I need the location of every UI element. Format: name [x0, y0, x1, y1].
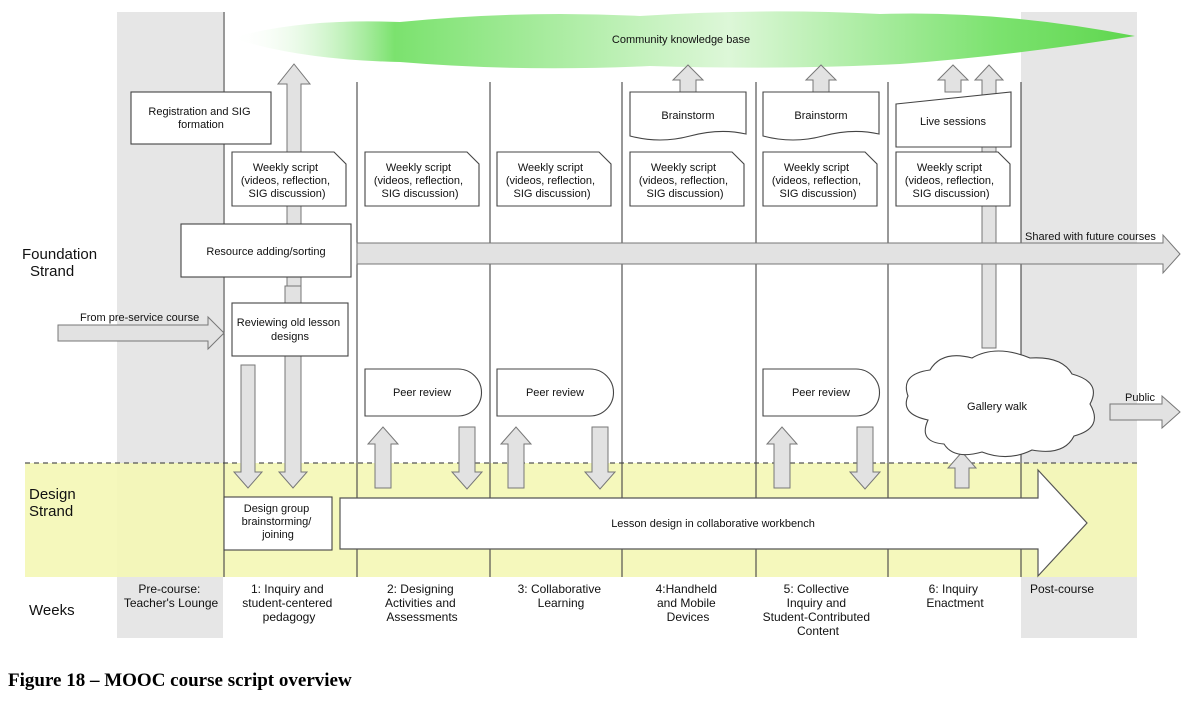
- down-arrow-week1-left: [232, 364, 264, 489]
- live-sessions-box: [895, 91, 1012, 148]
- down-arrow-week2: [450, 426, 484, 490]
- weekly-script-label-6: Weekly script (videos, reflection, SIG d…: [905, 162, 997, 200]
- reviewing-box: [231, 302, 349, 357]
- public-label: Public: [1125, 392, 1155, 404]
- brainstorm-label-4: Brainstorm: [661, 110, 714, 122]
- week-label-pre: Pre-course: Teacher's Lounge: [124, 582, 219, 610]
- peer-review-label-2: Peer review: [393, 387, 451, 399]
- resource-label: Resource adding/sorting: [206, 246, 325, 258]
- registration-line-2: formation: [178, 119, 224, 131]
- weekly-script-label-1: Weekly script (videos, reflection, SIG d…: [241, 162, 333, 200]
- figure-caption: Figure 18 – MOOC course script overview: [8, 670, 352, 691]
- live-sessions-label: Live sessions: [920, 116, 987, 128]
- up-arrow-week5b: [765, 426, 799, 489]
- weekly-script-box-5: [762, 151, 878, 207]
- design-strand-label: Design Strand: [29, 486, 80, 520]
- peer-review-label-3: Peer review: [526, 387, 584, 399]
- up-arrow-week4: [671, 64, 705, 93]
- community-label: Community knowledge base: [612, 34, 750, 46]
- mooc-course-script-diagram: Community knowledge base: [22, 11, 1181, 638]
- weekly-script-box-3: [496, 151, 612, 207]
- reviewing-label: Reviewing old lesson designs: [237, 317, 343, 343]
- lesson-design-label: Lesson design in collaborative workbench: [611, 518, 815, 530]
- design-group-line-3: joining: [261, 529, 294, 541]
- peer-review-label-5: Peer review: [792, 387, 850, 399]
- week-label-5: 5: Collective Inquiry and Student-Contri…: [763, 582, 874, 638]
- peer-review-box-2: [364, 368, 482, 417]
- community-knowledge-base: Community knowledge base: [232, 11, 1135, 69]
- weekly-script-box-1: [231, 151, 347, 207]
- resource-box: [180, 223, 352, 278]
- weekly-script-box-4: [629, 151, 745, 207]
- lesson-design-arrow: [339, 468, 1088, 578]
- week-label-6: 6: Inquiry Enactment: [926, 582, 984, 610]
- weekly-script-label-3: Weekly script (videos, reflection, SIG d…: [506, 162, 598, 200]
- foundation-strand-label: Foundation Strand: [22, 246, 101, 280]
- brainstorm-box-5: [762, 91, 880, 141]
- week-label-1: 1: Inquiry and student-centered pedagogy: [242, 582, 335, 624]
- from-pre-service-arrow: [57, 315, 225, 351]
- up-arrow-week6a: [936, 64, 970, 93]
- boxes: [130, 91, 1095, 551]
- reviewing-line-2: designs: [271, 331, 309, 343]
- design-group-line-2: brainstorming/: [242, 516, 313, 528]
- weeks-label: Weeks: [29, 602, 75, 619]
- up-arrow-week3: [499, 426, 533, 489]
- week-label-post: Post-course: [1030, 582, 1094, 596]
- shared-future-arrow: [356, 233, 1181, 275]
- design-group-line-1: Design group: [244, 503, 309, 515]
- public-arrow: [1109, 394, 1181, 430]
- reviewing-line-1: Reviewing old lesson: [237, 317, 340, 329]
- shared-future-label: Shared with future courses: [1025, 231, 1156, 243]
- weekly-script-box-2: [364, 151, 480, 207]
- design-group-label: Design group brainstorming/ joining: [242, 503, 315, 541]
- up-arrow-week2: [366, 426, 400, 489]
- weekly-script-label-2: Weekly script (videos, reflection, SIG d…: [374, 162, 466, 200]
- from-pre-service-label: From pre-service course: [80, 312, 199, 324]
- down-arrow-week5: [848, 426, 882, 490]
- registration-line-1: Registration and SIG: [148, 106, 250, 118]
- up-arrow-gallery: [946, 451, 978, 489]
- gallery-walk-cloud: [905, 350, 1095, 458]
- week-label-4: 4:Handheld and Mobile Devices: [656, 582, 721, 624]
- peer-review-box-5: [762, 368, 880, 417]
- week-label-2: 2: Designing Activities and Assessments: [385, 582, 459, 624]
- design-group-box: [223, 496, 333, 551]
- up-arrow-week5: [804, 64, 838, 93]
- week-label-3: 3: Collaborative Learning: [518, 582, 605, 610]
- gallery-walk-label: Gallery walk: [967, 401, 1027, 413]
- week-separators: [223, 12, 1022, 577]
- weekly-script-label-4: Weekly script (videos, reflection, SIG d…: [639, 162, 731, 200]
- down-arrow-week3: [583, 426, 617, 490]
- peer-review-box-3: [496, 368, 614, 417]
- brainstorm-box-4: [629, 91, 747, 141]
- weekly-script-box-6: [895, 151, 1011, 207]
- registration-box: [130, 91, 272, 145]
- brainstorm-label-5: Brainstorm: [794, 110, 847, 122]
- weekly-script-label-5: Weekly script (videos, reflection, SIG d…: [772, 162, 864, 200]
- registration-label: Registration and SIG formation: [148, 106, 253, 131]
